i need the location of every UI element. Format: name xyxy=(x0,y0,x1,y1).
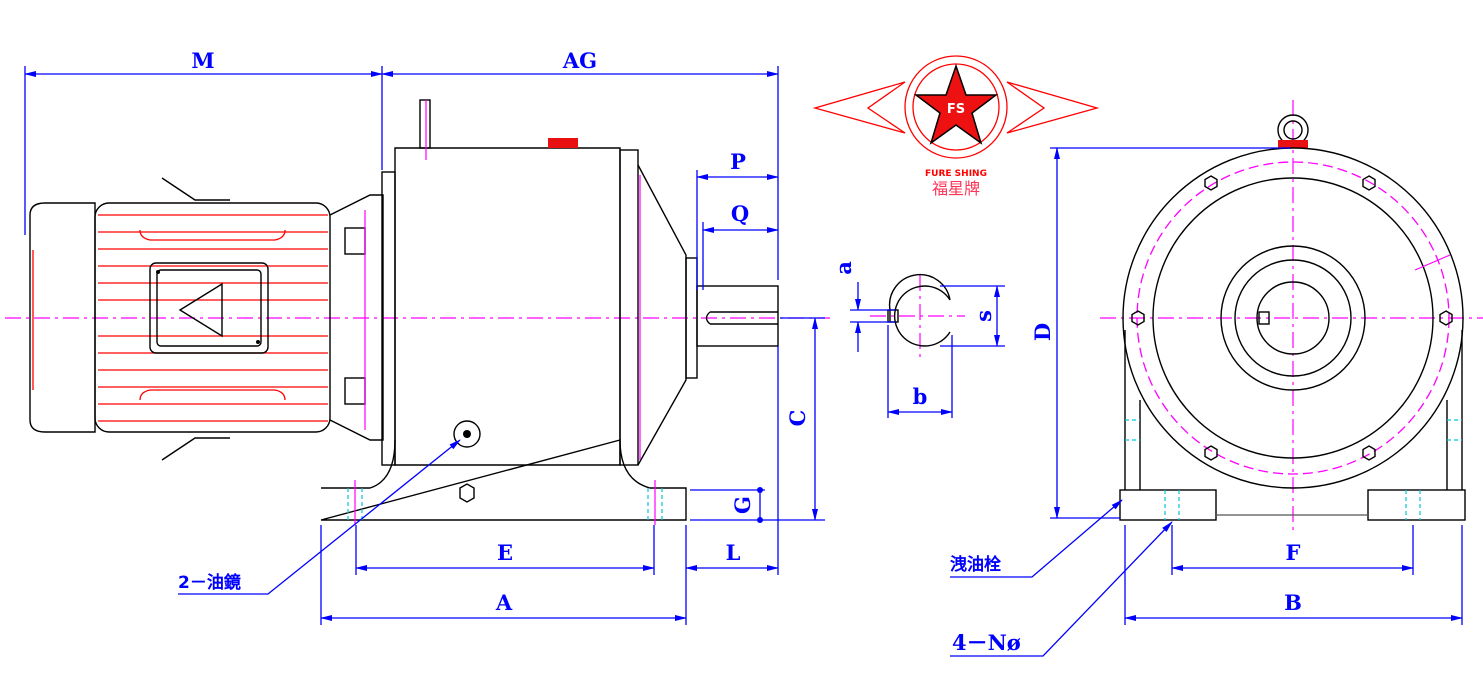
dim-A: A xyxy=(495,590,513,615)
note-oil-gauge: 2－油鏡 xyxy=(178,572,241,593)
dim-AG: AG xyxy=(562,48,597,73)
dim-D: D xyxy=(1030,323,1055,341)
dim-C: C xyxy=(785,410,810,427)
brand-name-en: FURE SHING xyxy=(925,169,987,179)
dimension-lines xyxy=(24,66,1463,657)
brand-name-zh: 福星牌 xyxy=(932,179,980,198)
shaft-section xyxy=(887,273,951,347)
note-drain-plug: 洩油栓 xyxy=(950,554,1001,575)
gearbox-side-view xyxy=(1119,114,1466,521)
dim-a: a xyxy=(831,261,856,275)
note-bolt-holes: 4－Nø xyxy=(952,630,1021,655)
dim-b: b xyxy=(913,384,928,409)
dim-s: s xyxy=(971,310,996,322)
dim-B: B xyxy=(1284,590,1302,615)
motor xyxy=(29,177,384,461)
dim-M: M xyxy=(191,48,214,73)
dim-P: P xyxy=(730,149,746,174)
logo-initials: FS xyxy=(947,102,965,117)
dim-Q: Q xyxy=(731,201,749,226)
gearbox-front-view xyxy=(320,99,779,525)
dim-F: F xyxy=(1286,540,1301,565)
brand-logo: FS FURE SHING 福星牌 xyxy=(812,55,1100,198)
dim-L: L xyxy=(726,540,741,565)
dimension-labels: M AG P Q a s b D C G E L A F B 2－油鏡 洩油栓 … xyxy=(178,48,1302,655)
dim-E: E xyxy=(497,540,513,565)
vent-plug xyxy=(548,138,578,148)
dim-G: G xyxy=(730,496,755,514)
